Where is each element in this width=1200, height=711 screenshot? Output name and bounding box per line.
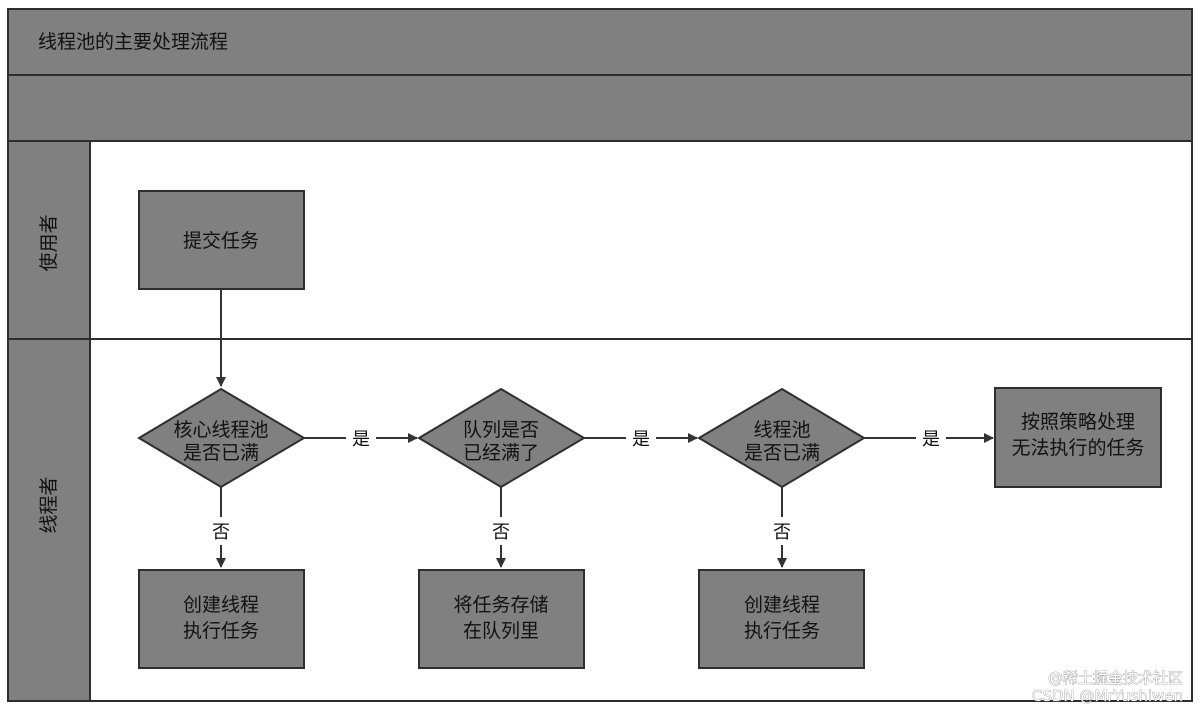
decision-core-pool-full-line2: 是否已满 xyxy=(183,442,259,464)
node-create-core-thread xyxy=(138,569,305,669)
edge-no3-label: 否 xyxy=(773,522,791,543)
edge-yes2-label: 是 xyxy=(632,429,650,450)
watermark-line1: @稀土掘金技术社区 xyxy=(1048,669,1183,687)
node-reject-policy-line2: 无法执行的任务 xyxy=(1011,437,1144,459)
node-create-core-thread-line1: 创建线程 xyxy=(183,594,259,616)
diagram-title: 线程池的主要处理流程 xyxy=(38,31,228,53)
node-store-in-queue-line2: 在队列里 xyxy=(463,620,539,642)
node-create-thread-line2: 执行任务 xyxy=(744,620,820,642)
lane-label-user: 使用者 xyxy=(38,214,60,271)
node-submit-task-label: 提交任务 xyxy=(183,230,259,252)
watermark-line2: CSDN @MrYushiwen xyxy=(1032,687,1183,705)
node-create-core-thread-line2: 执行任务 xyxy=(183,620,259,642)
decision-core-pool-full-line1: 核心线程池 xyxy=(173,419,268,441)
lane-header-user xyxy=(7,140,91,340)
edge-no1-label: 否 xyxy=(212,522,230,543)
node-create-thread-line1: 创建线程 xyxy=(744,594,820,616)
blank-band xyxy=(7,74,1193,142)
edge-yes3-label: 是 xyxy=(922,429,940,450)
decision-pool-full-line1: 线程池 xyxy=(753,419,810,441)
node-submit-task xyxy=(138,190,305,290)
lane-label-pool: 线程者 xyxy=(38,476,60,533)
decision-queue-full-line2: 已经满了 xyxy=(463,442,539,464)
node-store-in-queue xyxy=(418,569,585,669)
lane-header-pool xyxy=(7,338,91,702)
node-store-in-queue-line1: 将任务存储 xyxy=(453,594,548,616)
decision-queue-full-line1: 队列是否 xyxy=(463,419,539,441)
title-band xyxy=(7,8,1193,76)
node-create-thread xyxy=(698,569,865,669)
edge-yes1-label: 是 xyxy=(352,429,370,450)
edge-no2-label: 否 xyxy=(492,522,510,543)
decision-pool-full-line2: 是否已满 xyxy=(744,442,820,464)
node-reject-policy xyxy=(994,387,1162,488)
node-reject-policy-line1: 按照策略处理 xyxy=(1021,411,1135,433)
